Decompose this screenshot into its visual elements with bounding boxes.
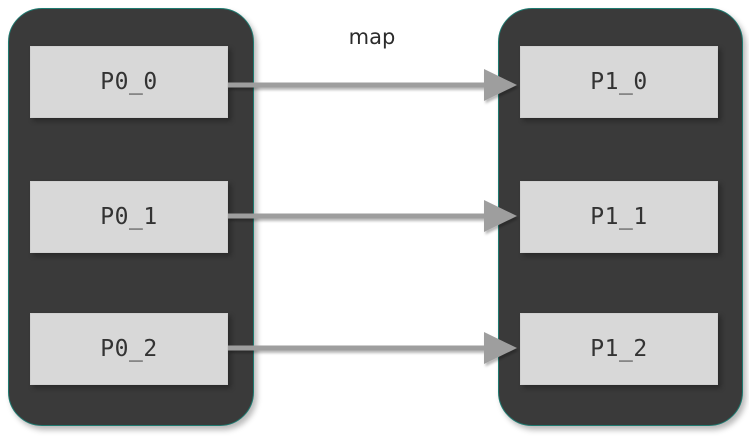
edge-label-map: map [348, 25, 396, 49]
node-p0-0[interactable]: P0_0 [30, 46, 228, 118]
node-p0-1[interactable]: P0_1 [30, 181, 228, 253]
node-p1-0[interactable]: P1_0 [520, 46, 718, 118]
node-p1-1[interactable]: P1_1 [520, 181, 718, 253]
node-p0-2[interactable]: P0_2 [30, 313, 228, 385]
node-p1-2[interactable]: P1_2 [520, 313, 718, 385]
